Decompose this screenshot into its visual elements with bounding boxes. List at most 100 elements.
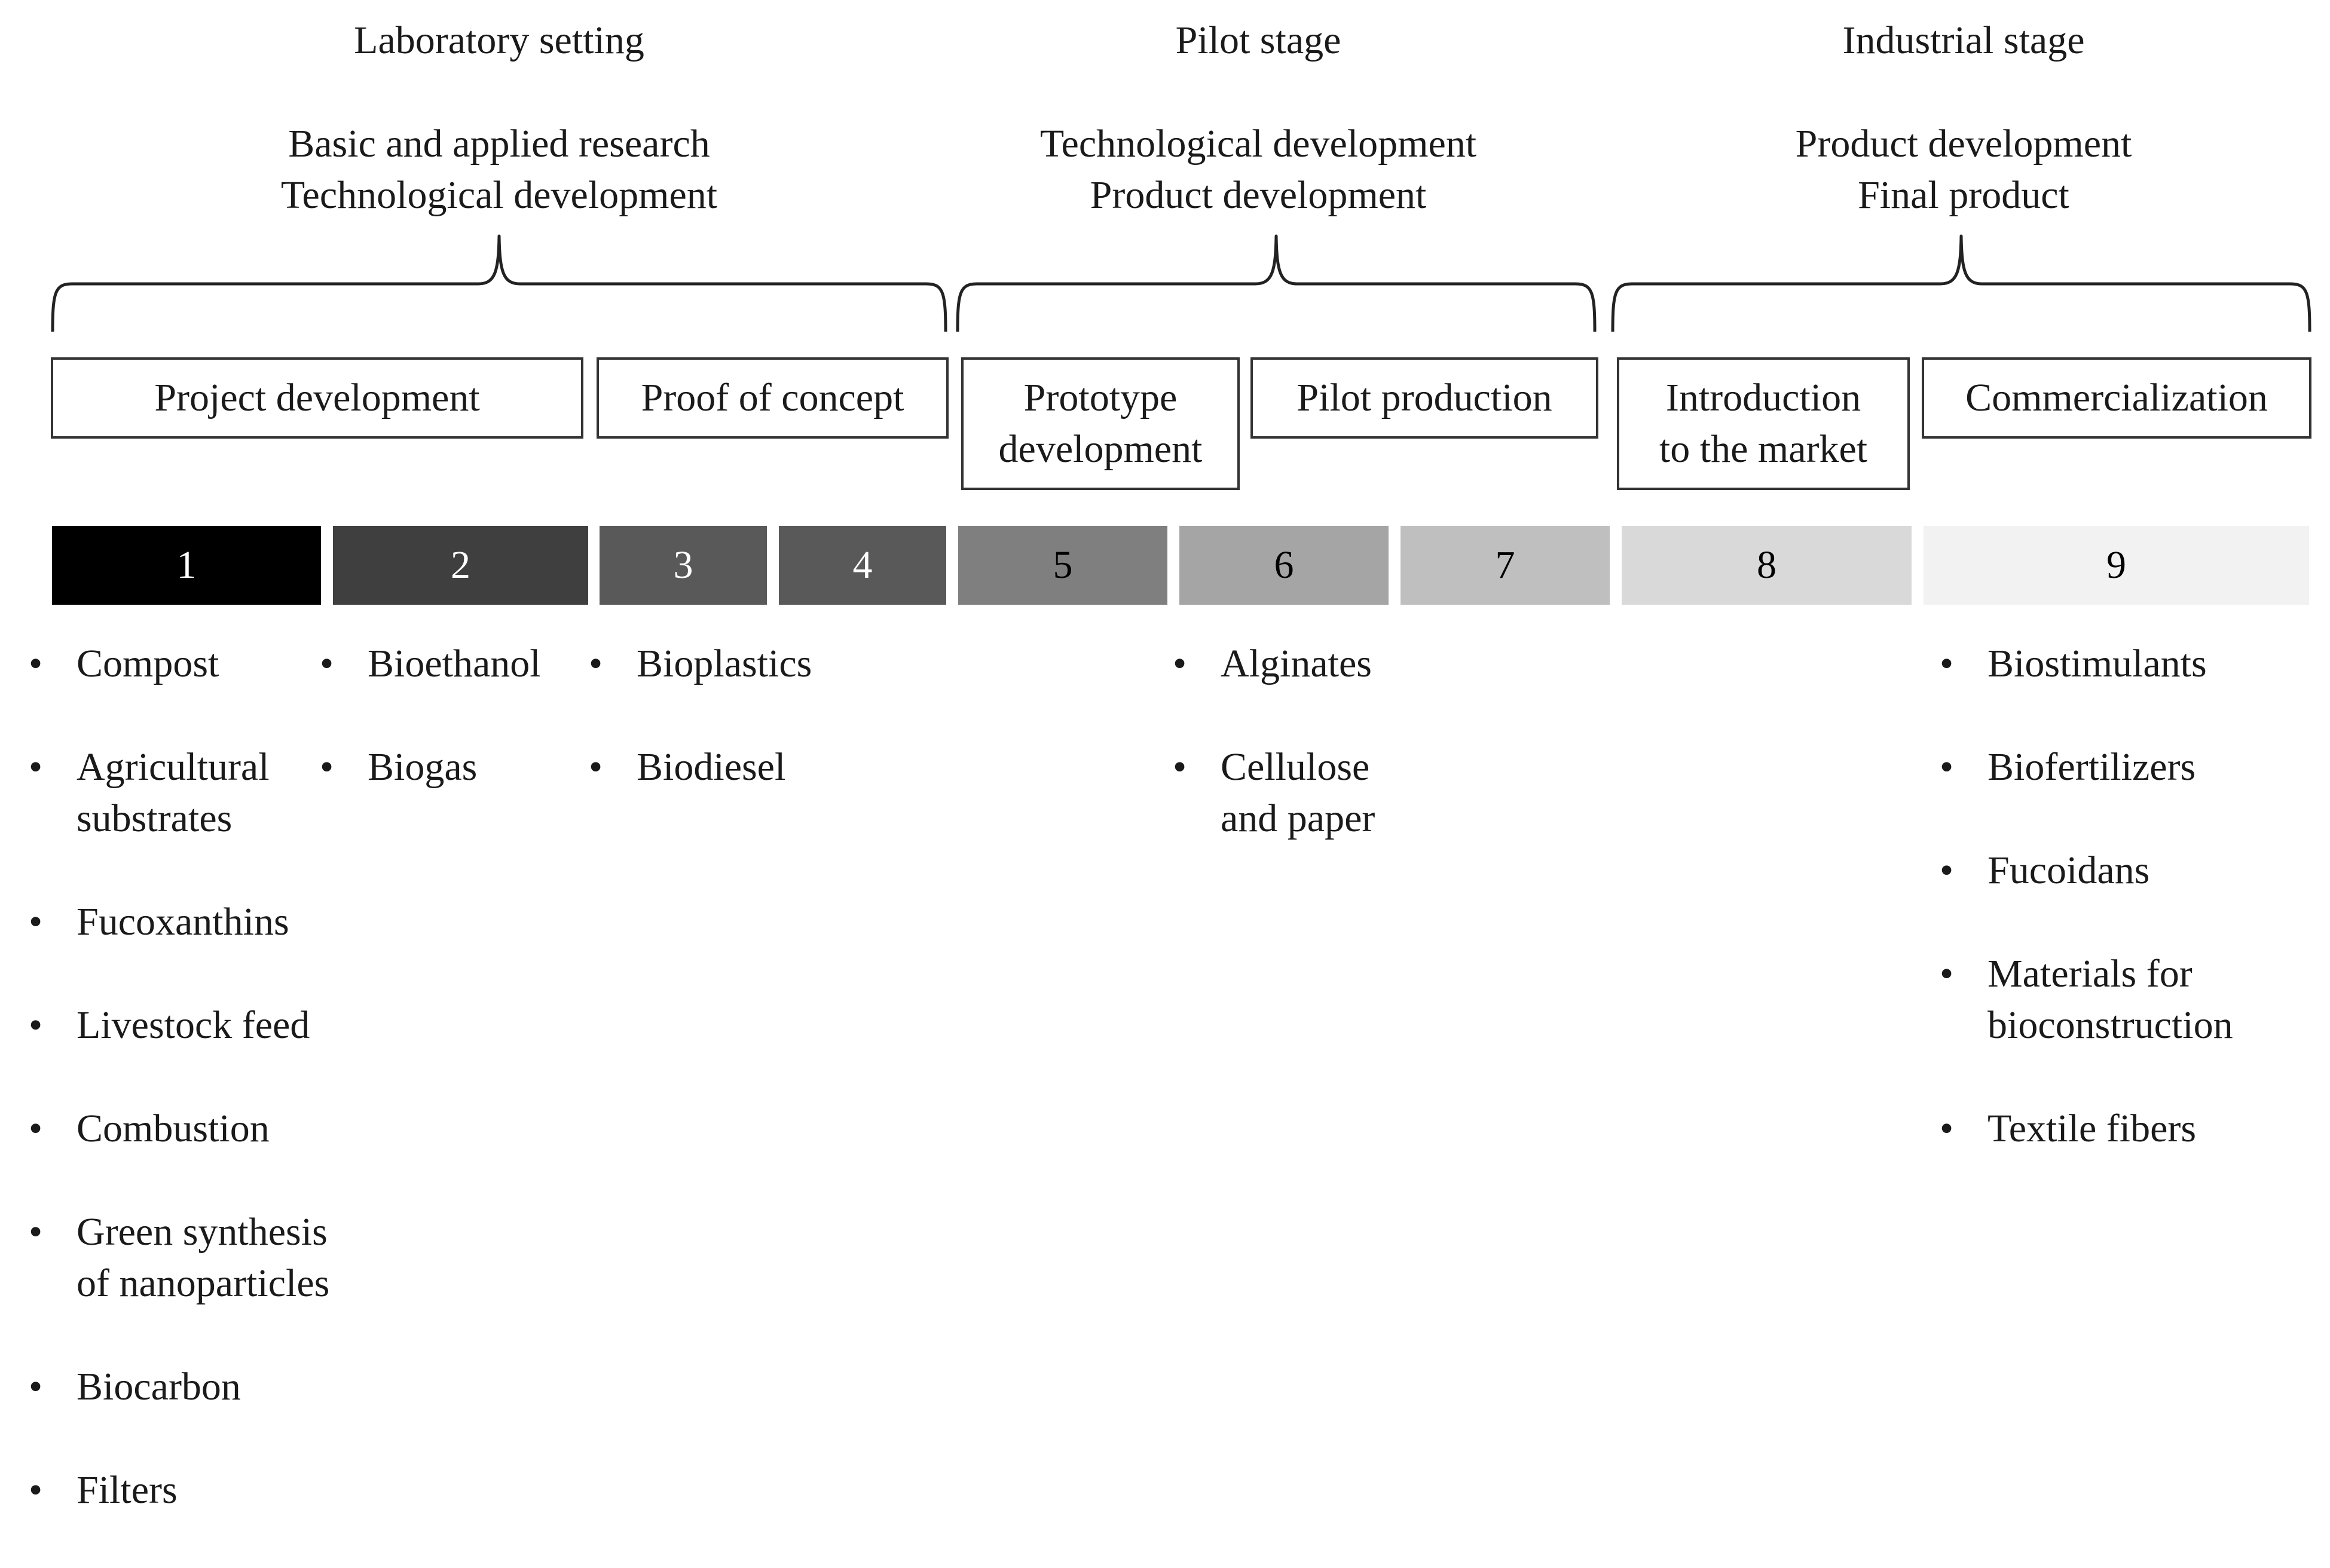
item-line: Green synthesis — [77, 1210, 328, 1254]
item-line: substrates — [77, 797, 233, 840]
stage-box-introduction-to-market: Introduction to the market — [1617, 357, 1910, 490]
bullet: • — [29, 1468, 43, 1512]
item-line: Biogas — [368, 745, 478, 789]
list-item: •Bioplastics — [589, 638, 812, 690]
item-line: Textile fibers — [1987, 1107, 2197, 1150]
product-list-trl-6: • Alginates • Cellulose and paper — [1173, 638, 1375, 896]
bullet: • — [29, 900, 43, 944]
bullet: • — [589, 745, 603, 789]
bullet: • — [1173, 642, 1187, 685]
trl-level-1: 1 — [52, 526, 321, 605]
phase-desc-pilot: Technological development Product develo… — [989, 118, 1527, 221]
bullet: • — [320, 745, 334, 789]
phase-desc-line: Product development — [1795, 122, 2132, 166]
trl-level-2: 2 — [333, 526, 588, 605]
trl-level-7: 7 — [1401, 526, 1610, 605]
bullet: • — [1940, 642, 1954, 685]
bullet: • — [1173, 745, 1187, 789]
item-line: Biostimulants — [1987, 642, 2207, 685]
item-line: Cellulose — [1221, 745, 1370, 789]
item-line: Alginates — [1221, 642, 1372, 685]
bullet: • — [29, 745, 43, 789]
brace-industrial — [1611, 234, 2311, 332]
item-line: Fucoidans — [1987, 849, 2150, 892]
phase-desc-line: Technological development — [1039, 122, 1477, 166]
product-list-trl-1: • Compost • Agricultural substrates • Fucoxa… — [29, 638, 329, 1568]
product-list-trl-9: • Biostimulants • Biofertilizers • Fucoidan… — [1940, 638, 2233, 1206]
trl-label: 1 — [176, 543, 197, 587]
stage-box-prototype-development: Prototype development — [961, 357, 1240, 490]
trl-level-3: 3 — [600, 526, 767, 605]
item-line: Compost — [77, 642, 219, 685]
brace-laboratory — [51, 234, 947, 332]
bullet: • — [1940, 849, 1954, 892]
item-line: Fucoxanthins — [77, 900, 289, 944]
phase-braces — [51, 234, 2311, 332]
bullet: • — [29, 1107, 43, 1150]
bullet: • — [1940, 1107, 1954, 1150]
trl-label: 2 — [451, 543, 470, 587]
item-line: of nanoparticles — [77, 1261, 330, 1305]
item-line: Agricultural — [77, 745, 270, 789]
stage-box-commercialization: Commercialization — [1922, 357, 2311, 439]
product-list-trl-3-4: •Bioplastics •Biodiesel — [589, 638, 812, 845]
list-item: • Biogas — [320, 742, 541, 793]
phase-title-pilot: Pilot stage — [1175, 19, 1341, 62]
item-line: Filters — [77, 1468, 178, 1512]
list-item: • Fucoidans — [1940, 845, 2233, 896]
trl-level-8: 8 — [1622, 526, 1912, 605]
trl-level-9: 9 — [1924, 526, 2309, 605]
list-item: •Bioethanol — [320, 638, 541, 690]
item-line: Biofertilizers — [1987, 745, 2196, 789]
item-line: and paper — [1221, 797, 1375, 840]
stage-label: Commercialization — [1965, 376, 2268, 419]
list-item: •Biodiesel — [589, 742, 812, 793]
bullet: • — [29, 1003, 43, 1047]
phase-desc-line: Technological development — [280, 173, 718, 217]
list-item: • Biofertilizers — [1940, 742, 2233, 793]
trl-label: 6 — [1274, 543, 1294, 587]
bullet: • — [1940, 952, 1954, 996]
stage-label: Project development — [154, 376, 480, 419]
trl-level-5: 5 — [958, 526, 1167, 605]
bullet: • — [29, 1365, 43, 1408]
item-line: Livestock feed — [77, 1003, 310, 1047]
stage-box-pilot-production: Pilot production — [1250, 357, 1598, 439]
phase-desc-line: Final product — [1858, 173, 2069, 217]
list-item: • Livestock feed — [29, 1000, 329, 1051]
trl-label: 7 — [1495, 543, 1515, 587]
list-item: • Cellulose and paper — [1173, 742, 1375, 844]
item-line: Materials for — [1987, 952, 2193, 996]
list-item: • Alginates — [1173, 638, 1375, 690]
bullet: • — [29, 642, 43, 685]
bullet: • — [1940, 745, 1954, 789]
list-item: • Compost — [29, 638, 329, 690]
stage-box-proof-of-concept: Proof of concept — [597, 357, 949, 439]
stage-label: Pilot production — [1297, 376, 1552, 419]
list-item: • Combustion — [29, 1103, 329, 1154]
trl-label: 4 — [852, 543, 873, 587]
trl-label: 8 — [1757, 543, 1776, 587]
list-item: • Biostimulants — [1940, 638, 2233, 690]
product-list-trl-2: •Bioethanol • Biogas — [320, 638, 541, 845]
list-item: • Filters — [29, 1465, 329, 1516]
trl-level-4: 4 — [779, 526, 946, 605]
list-item: •Biocarbon — [29, 1361, 329, 1413]
stage-box-project-development: Project development — [51, 357, 583, 439]
trl-level-6: 6 — [1179, 526, 1389, 605]
stage-label: Prototype — [1023, 376, 1178, 419]
stage-label: development — [998, 427, 1203, 471]
stage-label: Introduction — [1665, 376, 1861, 419]
phase-title-industrial: Industrial stage — [1842, 19, 2085, 62]
trl-label: 3 — [673, 543, 693, 587]
list-item: • Fucoxanthins — [29, 896, 329, 948]
phase-title-laboratory: Laboratory setting — [354, 19, 644, 62]
bullet: • — [589, 642, 603, 685]
phase-desc-industrial: Product development Final product — [1695, 118, 2233, 221]
bullet: • — [320, 642, 334, 685]
item-line: Combustion — [77, 1107, 270, 1150]
phase-desc-line: Product development — [1090, 173, 1427, 217]
phase-desc-line: Basic and applied research — [288, 122, 710, 166]
brace-pilot — [956, 234, 1597, 332]
